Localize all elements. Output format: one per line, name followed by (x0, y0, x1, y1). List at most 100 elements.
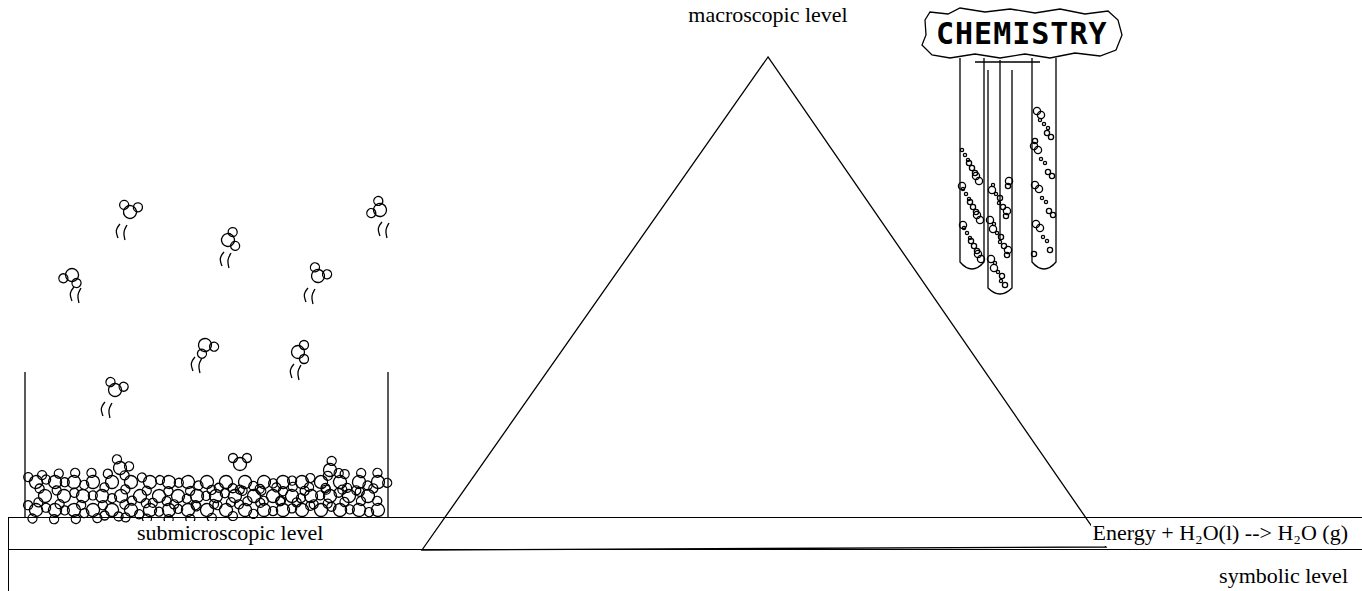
motion-mark (298, 365, 301, 380)
water-molecule (192, 334, 220, 360)
water-molecule (305, 261, 333, 287)
test-tube (960, 58, 984, 269)
motion-mark (101, 402, 105, 416)
bubble (1031, 181, 1038, 188)
bubble (1046, 126, 1049, 129)
water-molecule (173, 470, 202, 497)
motion-mark (191, 357, 195, 371)
bubble (1036, 224, 1043, 231)
bubble (1041, 235, 1044, 238)
bubble (976, 216, 983, 223)
bubble (977, 255, 984, 262)
water-molecule (348, 467, 374, 495)
water-molecule (154, 469, 181, 498)
bubble (963, 153, 966, 156)
water-molecule (34, 484, 53, 508)
water-molecule (23, 470, 48, 490)
bubble (1047, 247, 1052, 252)
water-molecule (102, 376, 129, 400)
beaker-wall (24, 372, 25, 517)
sign-outline (922, 8, 1122, 58)
motion-mark (109, 403, 112, 418)
bubble (1032, 220, 1039, 227)
water-molecule (107, 453, 135, 479)
bubble (986, 216, 993, 223)
water-molecule (292, 341, 309, 364)
bubble (1050, 212, 1055, 217)
level-label: Energy + H₂O(l) --> H₂O (g) (1091, 521, 1350, 545)
bubble (966, 158, 969, 161)
bubble (1001, 243, 1006, 248)
motion-mark (78, 288, 81, 303)
tube-rack (975, 61, 1040, 62)
bubble (960, 148, 963, 151)
level-label: symbolic level (1217, 564, 1350, 588)
water-molecule (68, 483, 94, 511)
bubble (1039, 157, 1042, 160)
motion-mark (116, 224, 120, 238)
bubble (1031, 251, 1036, 256)
bubble (997, 195, 1002, 200)
bubble (1004, 252, 1009, 257)
motion-mark (378, 222, 382, 236)
water-molecule (232, 473, 259, 495)
water-molecule (365, 466, 393, 494)
water-molecule (78, 467, 104, 495)
water-molecule (363, 495, 390, 524)
stirring-rod (999, 60, 1000, 240)
bubble (1002, 282, 1007, 287)
bubble (971, 243, 976, 248)
water-molecule (291, 469, 316, 497)
bubble (1043, 161, 1046, 164)
bubble (958, 182, 965, 189)
water-molecule (147, 488, 172, 508)
bubble (1049, 173, 1054, 178)
bubble (967, 197, 970, 200)
bubble (965, 231, 968, 234)
bubble (987, 255, 994, 262)
water-molecule (58, 265, 85, 289)
water-molecule (251, 470, 280, 497)
motion-mark (70, 287, 74, 301)
water-molecule (354, 483, 380, 505)
motion-mark (199, 358, 202, 373)
bubble (1033, 107, 1040, 114)
bubble (990, 264, 997, 271)
bubble (1040, 196, 1043, 199)
level-band: symbolic level (8, 550, 1362, 591)
motion-mark (220, 252, 224, 266)
bubble (998, 240, 1001, 243)
bubble (1032, 138, 1037, 143)
bubble (999, 279, 1002, 282)
bubble (998, 234, 1003, 239)
water-molecules (58, 195, 392, 418)
motion-mark (290, 364, 294, 378)
water-molecule (365, 195, 391, 223)
bubble (1035, 185, 1042, 192)
bubble (1042, 122, 1045, 125)
water-molecule (118, 200, 144, 221)
bubble (1044, 200, 1047, 203)
bubble (1003, 213, 1008, 218)
water-molecule (234, 495, 259, 523)
water-molecule (229, 454, 252, 471)
test-tube (1032, 58, 1056, 269)
bubble (999, 273, 1004, 278)
bubble (968, 236, 971, 239)
motion-mark (304, 288, 308, 302)
water-molecule (319, 455, 345, 483)
liquid-water (22, 453, 393, 525)
bubble (1000, 204, 1005, 209)
motion-mark (228, 253, 231, 268)
motion-mark (312, 289, 315, 304)
water-molecule (313, 470, 333, 495)
water-molecule (118, 501, 144, 523)
bubble (973, 209, 978, 214)
bubble (997, 201, 1000, 204)
bubble (1034, 146, 1041, 153)
water-molecule (204, 483, 231, 512)
bubble (972, 170, 977, 175)
level-band: submicroscopic levelEnergy + H₂O(l) --> … (8, 517, 1362, 550)
bubble (964, 192, 967, 195)
